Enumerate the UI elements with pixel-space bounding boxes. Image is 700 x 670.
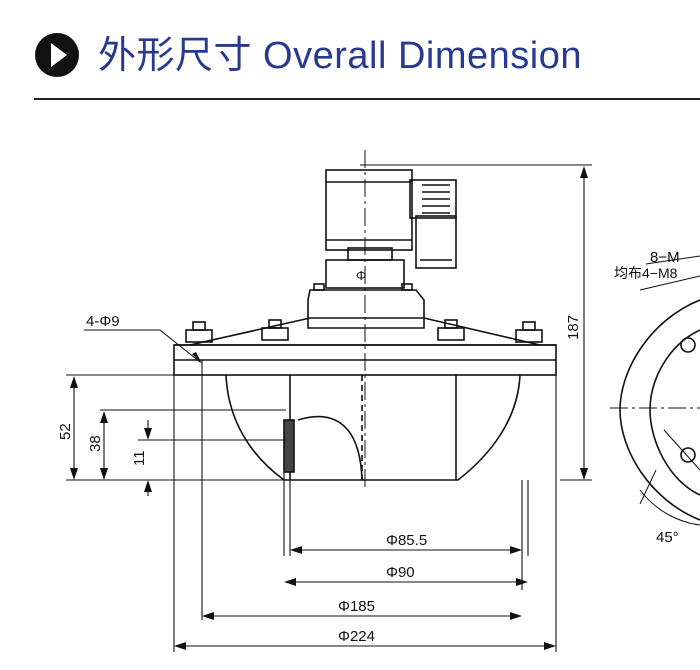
side-view	[610, 255, 700, 526]
title-divider	[34, 98, 700, 100]
label-dim-85-5: Φ85.5	[386, 532, 427, 549]
label-dim-38: 38	[87, 435, 104, 452]
label-dim-185: Φ185	[338, 598, 375, 615]
dimension-lines	[66, 164, 592, 652]
label-side-8m: 8−M	[650, 249, 680, 266]
play-circle-icon	[35, 33, 79, 77]
label-dim-187: 187	[565, 315, 582, 340]
label-dim-52: 52	[57, 423, 74, 440]
solenoid-coil	[325, 169, 457, 269]
label-dim-11: 11	[131, 450, 148, 466]
label-outlet: Φ	[356, 268, 366, 283]
label-side-uniform: 均布4−M8	[614, 265, 678, 281]
label-bolt-holes: 4-Φ9	[86, 313, 120, 330]
header: 外形尺寸 Overall Dimension	[0, 0, 700, 100]
label-side-angle: 45°	[656, 529, 679, 546]
valve-bonnet	[307, 283, 425, 329]
page-title: 外形尺寸 Overall Dimension	[98, 35, 582, 77]
technical-drawing: 4-Φ9 Φ 52 38 11 187 Φ85.5 Φ90 Φ185 Φ224 …	[57, 150, 700, 652]
valve-body	[225, 374, 521, 481]
label-dim-90: Φ90	[386, 564, 415, 581]
arrowheads	[70, 166, 588, 650]
label-dim-224: Φ224	[338, 628, 375, 645]
